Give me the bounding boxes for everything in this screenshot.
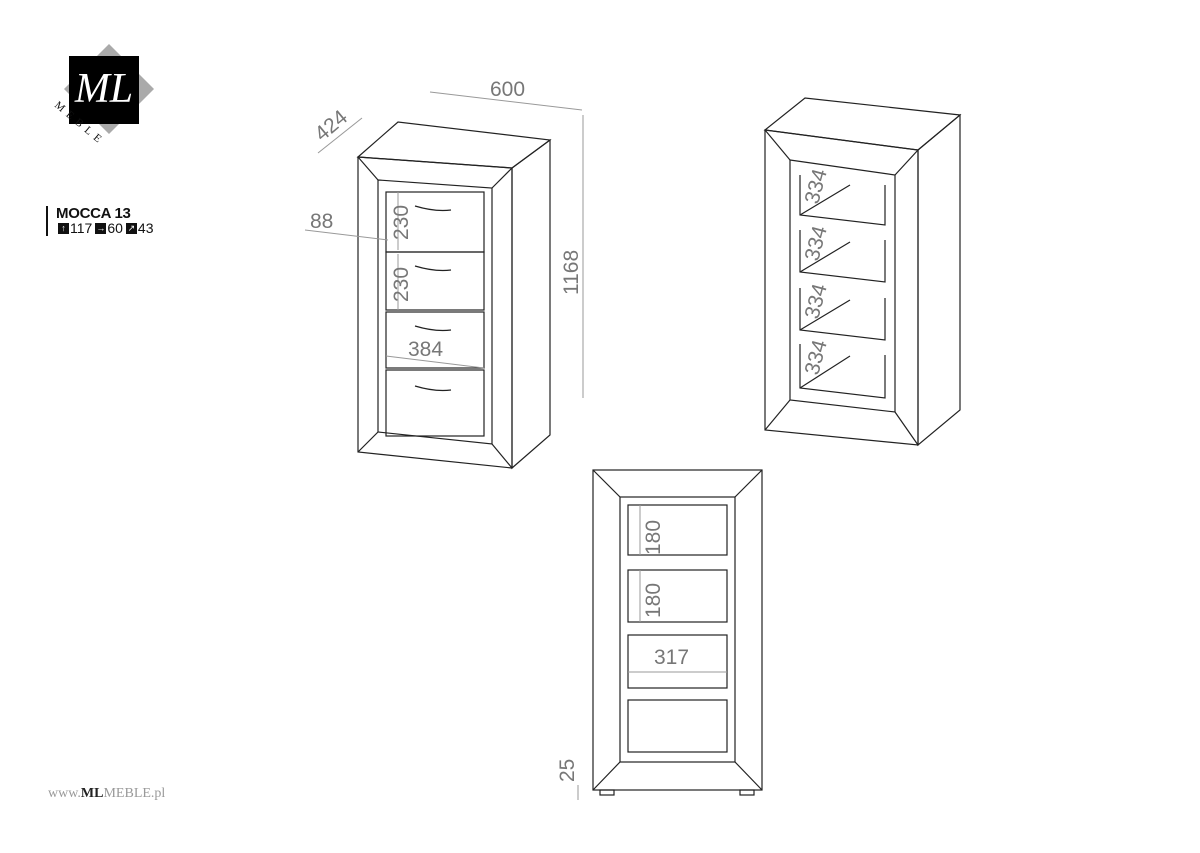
- dim-drawer-depth-4: 334: [801, 337, 832, 377]
- arrow-diagonal-icon: ↗: [125, 223, 137, 234]
- dim-handle-offset-88: 88: [310, 210, 333, 233]
- product-height: 117: [70, 220, 93, 236]
- svg-text:ML: ML: [74, 66, 133, 112]
- iso-open-view: 334 334 334 334: [763, 97, 962, 447]
- dim-inner-width-317: 317: [654, 646, 689, 669]
- dim-drawer-depth-1: 334: [801, 166, 832, 206]
- arrow-up-icon: ↑: [58, 223, 69, 234]
- dim-width-600: 600: [490, 78, 525, 101]
- iso-front-view: 600 424 1168 88 230 230 384: [304, 78, 584, 470]
- dim-height-1168: 1168: [560, 250, 583, 295]
- product-dimensions: ↑117 →60 ↗43: [56, 221, 153, 236]
- dim-drawer-height-1: 230: [390, 205, 413, 240]
- product-name: MOCCA 13: [56, 205, 131, 222]
- product-title-block: MOCCA 13 ↑117 →60 ↗43: [46, 206, 153, 236]
- website-url[interactable]: www.MLMEBLE.pl: [48, 786, 166, 801]
- product-depth: 43: [137, 220, 154, 236]
- dim-depth-424: 424: [310, 105, 352, 145]
- dim-drawer-height-2: 230: [390, 267, 413, 302]
- dim-drawer-depth-3: 334: [801, 281, 832, 321]
- arrow-right-icon: →: [95, 223, 107, 234]
- dim-drawer-width-384: 384: [408, 338, 443, 361]
- dim-inner-height-2: 180: [642, 583, 665, 618]
- ml-meble-logo: ML MEBLE: [52, 44, 154, 148]
- dim-inner-height-1: 180: [642, 520, 665, 555]
- dim-foot-height-25: 25: [556, 759, 579, 782]
- front-open-view: 180 180 317 25: [556, 469, 763, 800]
- dim-drawer-depth-2: 334: [801, 223, 832, 263]
- product-width: 60: [107, 220, 123, 236]
